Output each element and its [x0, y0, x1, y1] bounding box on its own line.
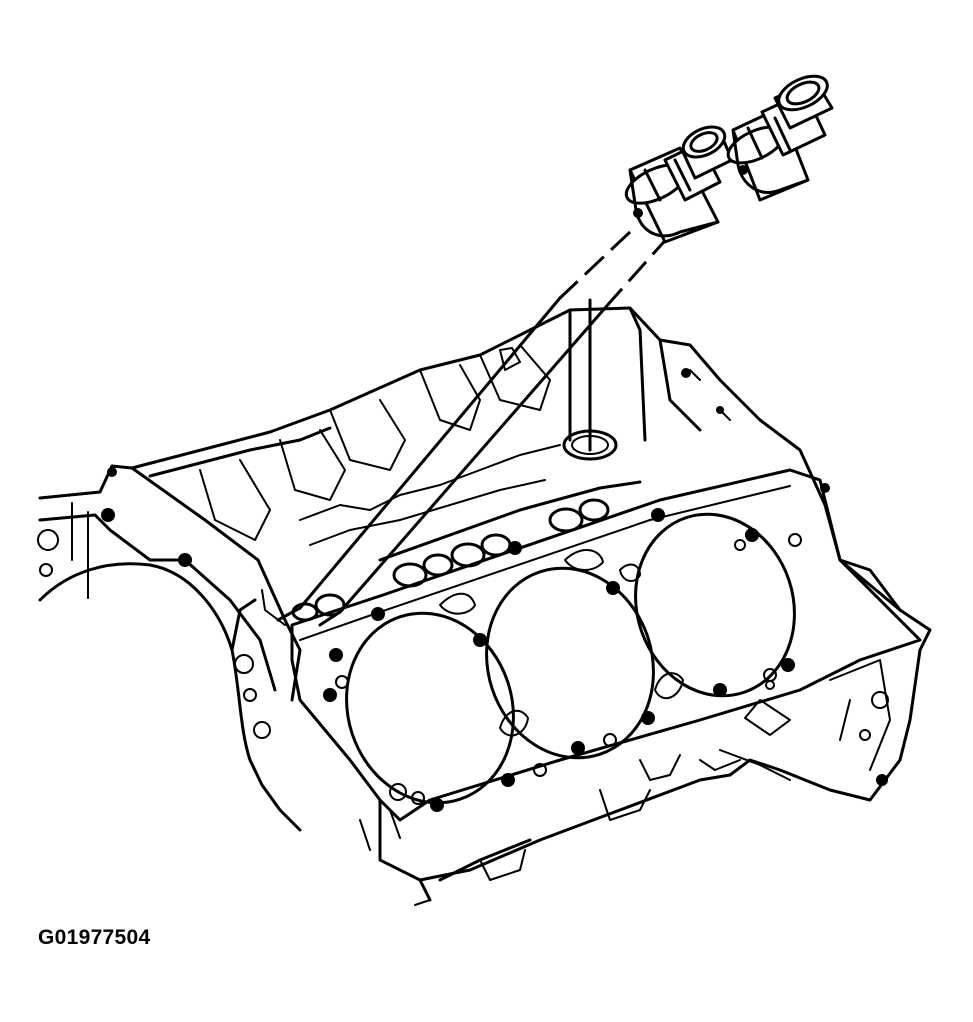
valve-lifter — [624, 125, 734, 244]
valve-lifter — [726, 74, 834, 202]
block-rear-flange — [37, 464, 302, 832]
cylinder-bore — [634, 512, 796, 698]
block-skirt — [359, 754, 741, 906]
block-front — [719, 558, 922, 802]
cylinder-bore — [345, 611, 515, 805]
cylinder-bore — [485, 566, 655, 760]
deck-surface — [290, 468, 922, 822]
install-guide-lines — [276, 230, 672, 627]
block-valley — [130, 298, 932, 652]
figure-code: G01977504 — [38, 926, 151, 949]
